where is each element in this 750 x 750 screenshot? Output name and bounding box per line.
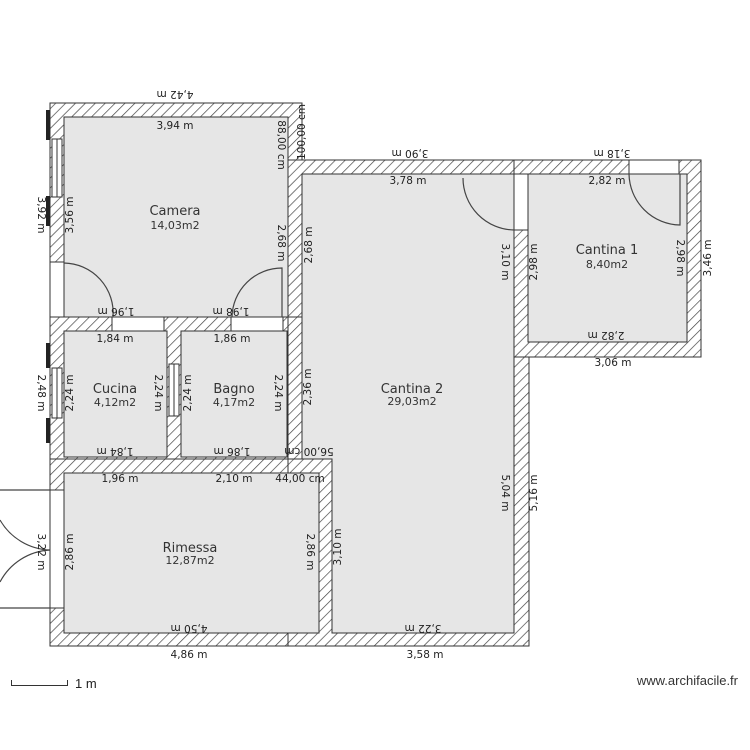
dim-rimessa-right: 2,86 m xyxy=(304,534,316,571)
dim-camera-outer-right-top: 100,00 cm xyxy=(296,104,308,160)
dim-bagno-top: 1,86 m xyxy=(214,333,251,345)
room-name-cantina2: Cantina 2 xyxy=(381,382,444,397)
dim-rimessa-left: 2,86 m xyxy=(64,534,76,571)
scale-bar xyxy=(11,680,68,686)
room-area-cantina1: 8,40m2 xyxy=(586,258,628,271)
dim-cantina2-outer-top: 3,90 m xyxy=(392,147,429,159)
dim-camera-outer-top: 4,42 m xyxy=(157,88,194,100)
dim-cucina-outer-left: 2,48 m xyxy=(35,375,47,412)
dim-cantina1-outer-right: 3,46 m xyxy=(702,240,714,277)
dim-cantina2-right-upper: 3,10 m xyxy=(499,244,511,281)
watermark: www.archifacile.fr xyxy=(636,673,738,688)
dim-bagno-left: 2,24 m xyxy=(182,375,194,412)
room-camera[interactable] xyxy=(63,116,289,318)
windows xyxy=(46,110,180,443)
door-rimessa-top xyxy=(0,519,51,551)
room-area-cantina2: 29,03m2 xyxy=(387,395,436,408)
dim-rimessa-outer-left: 3,22 m xyxy=(35,534,47,571)
dimension-labels: 4,42 m 3,94 m 1,96 m 1,98 m 3,90 m 3,78 … xyxy=(35,88,714,661)
dim-cantina2-right: 5,04 m xyxy=(499,475,511,512)
dim-cantina1-right: 2,98 m xyxy=(674,240,686,277)
dim-cantina1-left: 2,98 m xyxy=(528,244,540,281)
room-bagno[interactable] xyxy=(180,330,288,458)
dim-camera-right-inner: 2,68 m xyxy=(275,225,287,262)
dim-cucina-top: 1,84 m xyxy=(97,333,134,345)
door-cantina2 xyxy=(462,177,515,231)
dim-cucina-bottom: 1,84 m xyxy=(97,445,134,457)
room-cantina1[interactable] xyxy=(527,173,688,343)
dim-cantina2-outer-right: 5,16 m xyxy=(528,475,540,512)
door-camera-right xyxy=(231,267,283,318)
door-rimessa-bottom xyxy=(0,549,51,583)
dim-camera-left-inner: 3,56 m xyxy=(64,197,76,234)
dim-camera-inner-top: 3,94 m xyxy=(157,120,194,132)
dim-rimessa-outer-bottom: 4,86 m xyxy=(171,649,208,661)
dim-cantina2-left-mid: 2,36 m xyxy=(302,369,314,406)
dim-cucina-right: 2,24 m xyxy=(152,375,164,412)
dim-camera-bottom-right: 1,98 m xyxy=(213,305,250,317)
room-cucina[interactable] xyxy=(63,330,168,458)
dim-cantina1-outer-top: 3,18 m xyxy=(594,147,631,159)
room-labels: Camera 14,03m2 Cucina 4,12m2 Bagno 4,17m… xyxy=(93,204,638,567)
dim-rimessa-top-left: 1,96 m xyxy=(102,473,139,485)
room-name-cucina: Cucina xyxy=(93,382,137,397)
room-name-bagno: Bagno xyxy=(213,382,254,397)
dim-bagno-bottom: 1,86 m xyxy=(214,445,251,457)
room-area-cucina: 4,12m2 xyxy=(94,396,136,409)
dim-camera-left-outer: 3,92 m xyxy=(35,197,47,234)
door-camera-left xyxy=(63,262,114,318)
dim-rimessa-top-mid: 2,10 m xyxy=(216,473,253,485)
dim-cantina2-inner-bottom: 3,22 m xyxy=(405,622,442,634)
dim-cantina2-outer-bottom: 3,58 m xyxy=(407,649,444,661)
room-name-cantina1: Cantina 1 xyxy=(576,243,639,258)
dim-cantina2-left-upper: 2,68 m xyxy=(303,227,315,264)
dim-rimessa-right-outer: 3,10 m xyxy=(332,529,344,566)
scale-label: 1 m xyxy=(75,676,97,691)
dim-bagno-right: 2,24 m xyxy=(272,375,284,412)
dim-cantina1-inner-bottom: 2,82 m xyxy=(588,329,625,341)
dim-cucina-left: 2,24 m xyxy=(64,375,76,412)
dim-camera-inner-right: 88,00 cm xyxy=(275,120,287,169)
room-area-bagno: 4,17m2 xyxy=(213,396,255,409)
dim-corridor-right-bottom: 44,00 cm xyxy=(275,473,324,485)
dim-cantina1-inner-top: 2,82 m xyxy=(589,175,626,187)
dim-cantina2-inner-top: 3,78 m xyxy=(390,175,427,187)
door-swings xyxy=(0,173,681,609)
room-name-rimessa: Rimessa xyxy=(163,541,218,556)
room-floors xyxy=(63,116,688,634)
openings xyxy=(49,159,680,609)
room-area-rimessa: 12,87m2 xyxy=(165,554,214,567)
room-name-camera: Camera xyxy=(149,204,200,219)
dim-cantina1-outer-bottom: 3,06 m xyxy=(595,357,632,369)
dim-corridor-right-top: 56,00 cm xyxy=(284,445,333,457)
dim-camera-bottom-left: 1,96 m xyxy=(98,305,135,317)
dim-rimessa-inner-bottom: 4,50 m xyxy=(171,622,208,634)
room-area-camera: 14,03m2 xyxy=(150,219,199,232)
door-cantina1 xyxy=(628,173,681,226)
